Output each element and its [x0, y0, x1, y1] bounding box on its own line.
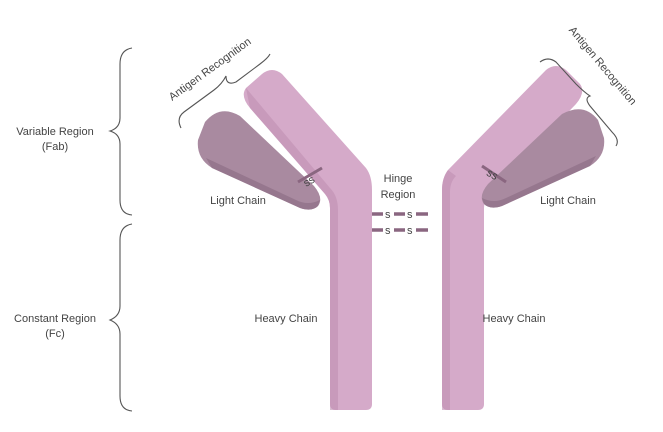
variable-region-sub-label: (Fab): [42, 141, 68, 153]
light-chain-right-label: Light Chain: [540, 195, 596, 207]
heavy-chain-right-label: Heavy Chain: [483, 313, 546, 325]
hinge-region-label-line1: Hinge: [384, 173, 413, 185]
light-chain-left-label: Light Chain: [210, 195, 266, 207]
s-label: s: [407, 209, 413, 221]
constant-region-sub-label: (Fc): [45, 328, 65, 340]
s-label: s: [385, 209, 391, 221]
antigen-brace-left: [178, 53, 271, 129]
light-chain-right-shape: [481, 109, 605, 208]
variable-region-brace: [108, 47, 133, 216]
s-label: s: [407, 225, 413, 237]
light-chain-left-shape: [197, 111, 321, 210]
antigen-brace-right: [539, 58, 618, 147]
variable-region-label: Variable Region: [16, 126, 93, 138]
heavy-chain-left-label: Heavy Chain: [255, 313, 318, 325]
hinge-region-label-line2: Region: [381, 189, 416, 201]
hinge-bonds: s s s s: [372, 207, 428, 237]
s-label: s: [385, 225, 391, 237]
constant-region-label: Constant Region: [14, 313, 96, 325]
heavy-chain-right: [442, 66, 583, 410]
heavy-chain-left: [243, 70, 372, 410]
constant-region-brace: [108, 223, 133, 412]
